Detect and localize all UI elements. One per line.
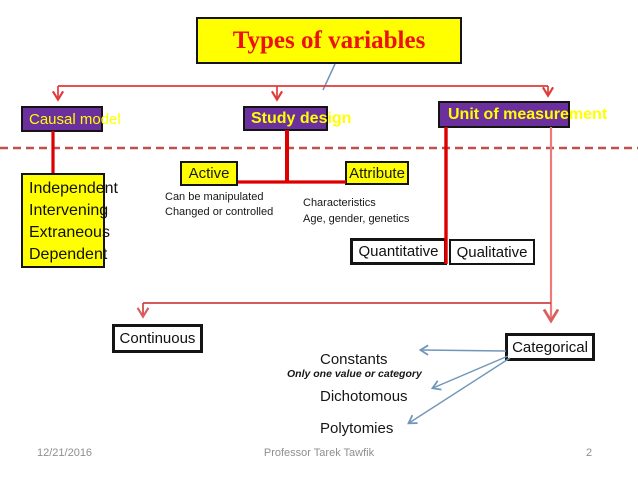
node-unit-of-measurement-label: Unit of measurement (448, 105, 608, 123)
attribute-description-line2: Age, gender, genetics (303, 213, 410, 225)
footer-date: 12/21/2016 (37, 447, 93, 459)
node-causal-model: Causal model (21, 106, 121, 132)
label-polytomies: Polytomies (320, 420, 394, 437)
categorical-blue-arrows (407, 344, 511, 425)
node-study-design: Study design (243, 106, 351, 131)
node-quantitative: Quantitative (350, 238, 447, 265)
page-title: Types of variables (232, 26, 426, 54)
node-causal-model-label: Causal model (29, 110, 121, 128)
node-continuous: Continuous (112, 324, 203, 353)
node-qualitative-label: Qualitative (456, 243, 528, 261)
label-constants-note: Only one value or category (287, 368, 422, 380)
active-description: Can be manipulated Changed or controlled (165, 190, 273, 220)
active-description-line1: Can be manipulated (165, 191, 264, 203)
causal-variable-extraneous: Extraneous (29, 224, 110, 241)
causal-variables-box: Independent Intervening Extraneous Depen… (21, 173, 118, 268)
title-callout-line (322, 63, 336, 91)
node-categorical: Categorical (505, 333, 595, 361)
label-constants: Constants (320, 351, 388, 368)
footer-author: Professor Tarek Tawfik (263, 447, 375, 459)
causal-variable-dependent: Dependent (29, 246, 108, 263)
node-active-label: Active (188, 165, 230, 182)
node-attribute: Attribute (345, 161, 409, 185)
node-continuous-label: Continuous (119, 330, 196, 347)
footer-page-number: 2 (586, 447, 593, 459)
active-description-line2: Changed or controlled (165, 206, 274, 218)
node-categorical-label: Categorical (512, 338, 588, 356)
attribute-description-line1: Characteristics (303, 197, 376, 209)
node-qualitative: Qualitative (449, 239, 535, 265)
node-study-design-label: Study design (251, 109, 352, 127)
label-dichotomous: Dichotomous (320, 388, 408, 405)
title-box: Types of variables (196, 17, 462, 64)
causal-variable-intervening: Intervening (29, 202, 109, 219)
top-branch-connector (51, 85, 555, 102)
node-quantitative-label: Quantitative (358, 243, 439, 260)
node-unit-of-measurement: Unit of measurement (438, 101, 607, 128)
causal-variable-independent: Independent (29, 180, 118, 197)
attribute-description: Characteristics Age, gender, genetics (303, 195, 409, 227)
node-active: Active (180, 161, 238, 186)
study-drop-line (238, 130, 346, 184)
node-attribute-label: Attribute (349, 164, 405, 182)
